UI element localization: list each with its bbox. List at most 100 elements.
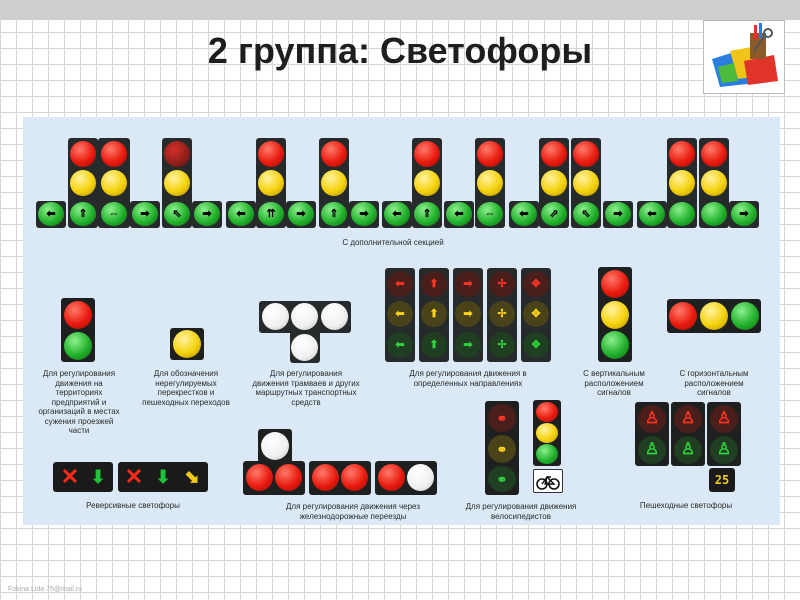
red-pedestrian-icon: ♙ <box>710 405 738 433</box>
yellow-arrow-down-right-icon: ⬊ <box>184 467 200 487</box>
red-signal <box>669 141 695 167</box>
bicycle-icon <box>536 475 560 490</box>
yellow-signal <box>477 170 503 196</box>
red-signal <box>101 141 127 167</box>
green-signal <box>64 332 92 360</box>
arrow-right-icon: ➡ <box>194 202 220 226</box>
green-pedestrian-icon: ♙ <box>638 436 666 464</box>
yellow-signal <box>414 170 440 196</box>
yellow-arrow-right-icon: ➡ <box>455 301 481 327</box>
arrow-left-icon: ⬅ <box>228 202 254 226</box>
yellow-signal <box>601 301 629 329</box>
arrow-horizontal-icon: ⇔ <box>477 202 503 226</box>
footer-email: Fokina Lida 75@mail.ru <box>8 586 83 593</box>
white-signal <box>321 303 348 330</box>
green-signal <box>601 331 629 359</box>
arrow-right-icon: ➡ <box>132 202 158 226</box>
arrow-up-icon: ⇑ <box>414 202 440 226</box>
red-signal <box>573 141 599 167</box>
caption-horizontal: С горизонтальным расположением сигналов <box>679 369 749 397</box>
red-signal <box>541 141 567 167</box>
red-signal <box>341 464 368 491</box>
yellow-signal <box>669 170 695 196</box>
white-signal <box>291 334 318 361</box>
bicycle-sign <box>533 469 563 493</box>
art-supplies-icon <box>703 20 785 94</box>
yellow-signal <box>70 170 96 196</box>
green-arrow-down-icon: ⬇ <box>155 467 171 487</box>
yellow-bicycle-icon: ⚭ <box>488 435 516 463</box>
arrow-up-icon: ⇑ <box>321 202 347 226</box>
green-arrow-fork-icon: ✥ <box>523 332 549 358</box>
caption-railway: Для регулирования движения через железно… <box>285 502 420 521</box>
red-x-icon: ✕ <box>60 464 80 489</box>
green-signal <box>669 202 695 226</box>
arrow-right-icon: ➡ <box>351 202 377 226</box>
arrow-horizontal-icon: ⇔ <box>101 202 127 226</box>
green-arrow-right-icon: ➡ <box>455 332 481 358</box>
red-pedestrian-icon: ♙ <box>674 405 702 433</box>
red-signal <box>414 141 440 167</box>
red-signal <box>64 301 92 329</box>
caption-trams: Для регулирования движения трамваев и др… <box>252 369 360 407</box>
caption-pedestrian: Пешеходные светофоры <box>639 501 733 510</box>
arrow-up-icon: ⇈ <box>258 202 284 226</box>
caption-cyclists: Для регулирования движения велосипедисто… <box>465 502 577 521</box>
arrow-right-icon: ➡ <box>731 202 757 226</box>
page-title: 2 группа: Светофоры <box>207 30 593 71</box>
red-arrow-left-icon: ⬅ <box>387 271 413 297</box>
yellow-signal <box>700 302 728 330</box>
arrow-right-icon: ➡ <box>288 202 314 226</box>
red-signal <box>477 141 503 167</box>
timer-display <box>709 468 735 492</box>
green-arrow-up-icon: ⬆ <box>421 332 447 358</box>
arrow-right-icon: ➡ <box>605 202 631 226</box>
arrow-left-icon: ⬅ <box>446 202 472 226</box>
red-bicycle-icon: ⚭ <box>488 404 516 432</box>
green-signal <box>536 444 558 464</box>
traffic-light-housing <box>118 462 208 492</box>
green-signal <box>701 202 727 226</box>
red-x-icon: ✕ <box>124 464 144 489</box>
timer-value: 25 <box>714 473 730 487</box>
caption-unregulated: Для обозначения нерегулируемых перекрест… <box>142 369 230 407</box>
red-signal <box>164 141 190 167</box>
green-arrow-fork-icon: ✢ <box>489 332 515 358</box>
white-signal <box>262 303 289 330</box>
arrow-up-left-icon: ⇖ <box>164 202 190 226</box>
caption-reversible: Реверсивные светофоры <box>86 501 180 510</box>
green-arrow-left-icon: ⬅ <box>387 332 413 358</box>
caption-enterprises: Для регулирования движения на территория… <box>38 369 120 435</box>
arrow-left-icon: ⬅ <box>384 202 410 226</box>
green-pedestrian-icon: ♙ <box>674 436 702 464</box>
arrow-left-icon: ⬅ <box>38 202 64 226</box>
caption-vertical: С вертикальным расположением сигналов <box>583 369 645 397</box>
green-arrow-down-icon: ⬇ <box>90 467 106 487</box>
red-signal <box>70 141 96 167</box>
red-signal <box>378 464 405 491</box>
arrow-left-icon: ⬅ <box>511 202 537 226</box>
caption-directions: Для регулирования движения в определенны… <box>409 369 527 388</box>
white-signal <box>261 432 289 460</box>
green-signal <box>731 302 759 330</box>
yellow-signal <box>258 170 284 196</box>
top-band <box>0 0 800 20</box>
red-pedestrian-icon: ♙ <box>638 405 666 433</box>
red-signal <box>701 141 727 167</box>
yellow-signal <box>701 170 727 196</box>
red-signal <box>258 141 284 167</box>
caption-additional-section: С дополнительной секцией <box>342 238 444 247</box>
arrow-up-right-icon: ⇗ <box>541 202 567 226</box>
yellow-signal <box>573 170 599 196</box>
yellow-arrow-fork-icon: ✢ <box>489 301 515 327</box>
red-arrow-fork-icon: ✢ <box>489 271 515 297</box>
arrow-up-left-icon: ⇖ <box>573 202 599 226</box>
yellow-arrow-left-icon: ⬅ <box>387 301 413 327</box>
white-signal <box>291 303 318 330</box>
red-signal <box>321 141 347 167</box>
yellow-signal <box>173 330 201 358</box>
arrow-left-icon: ⬅ <box>639 202 665 226</box>
white-signal <box>407 464 434 491</box>
yellow-arrow-fork-icon: ✥ <box>523 301 549 327</box>
yellow-signal <box>321 170 347 196</box>
